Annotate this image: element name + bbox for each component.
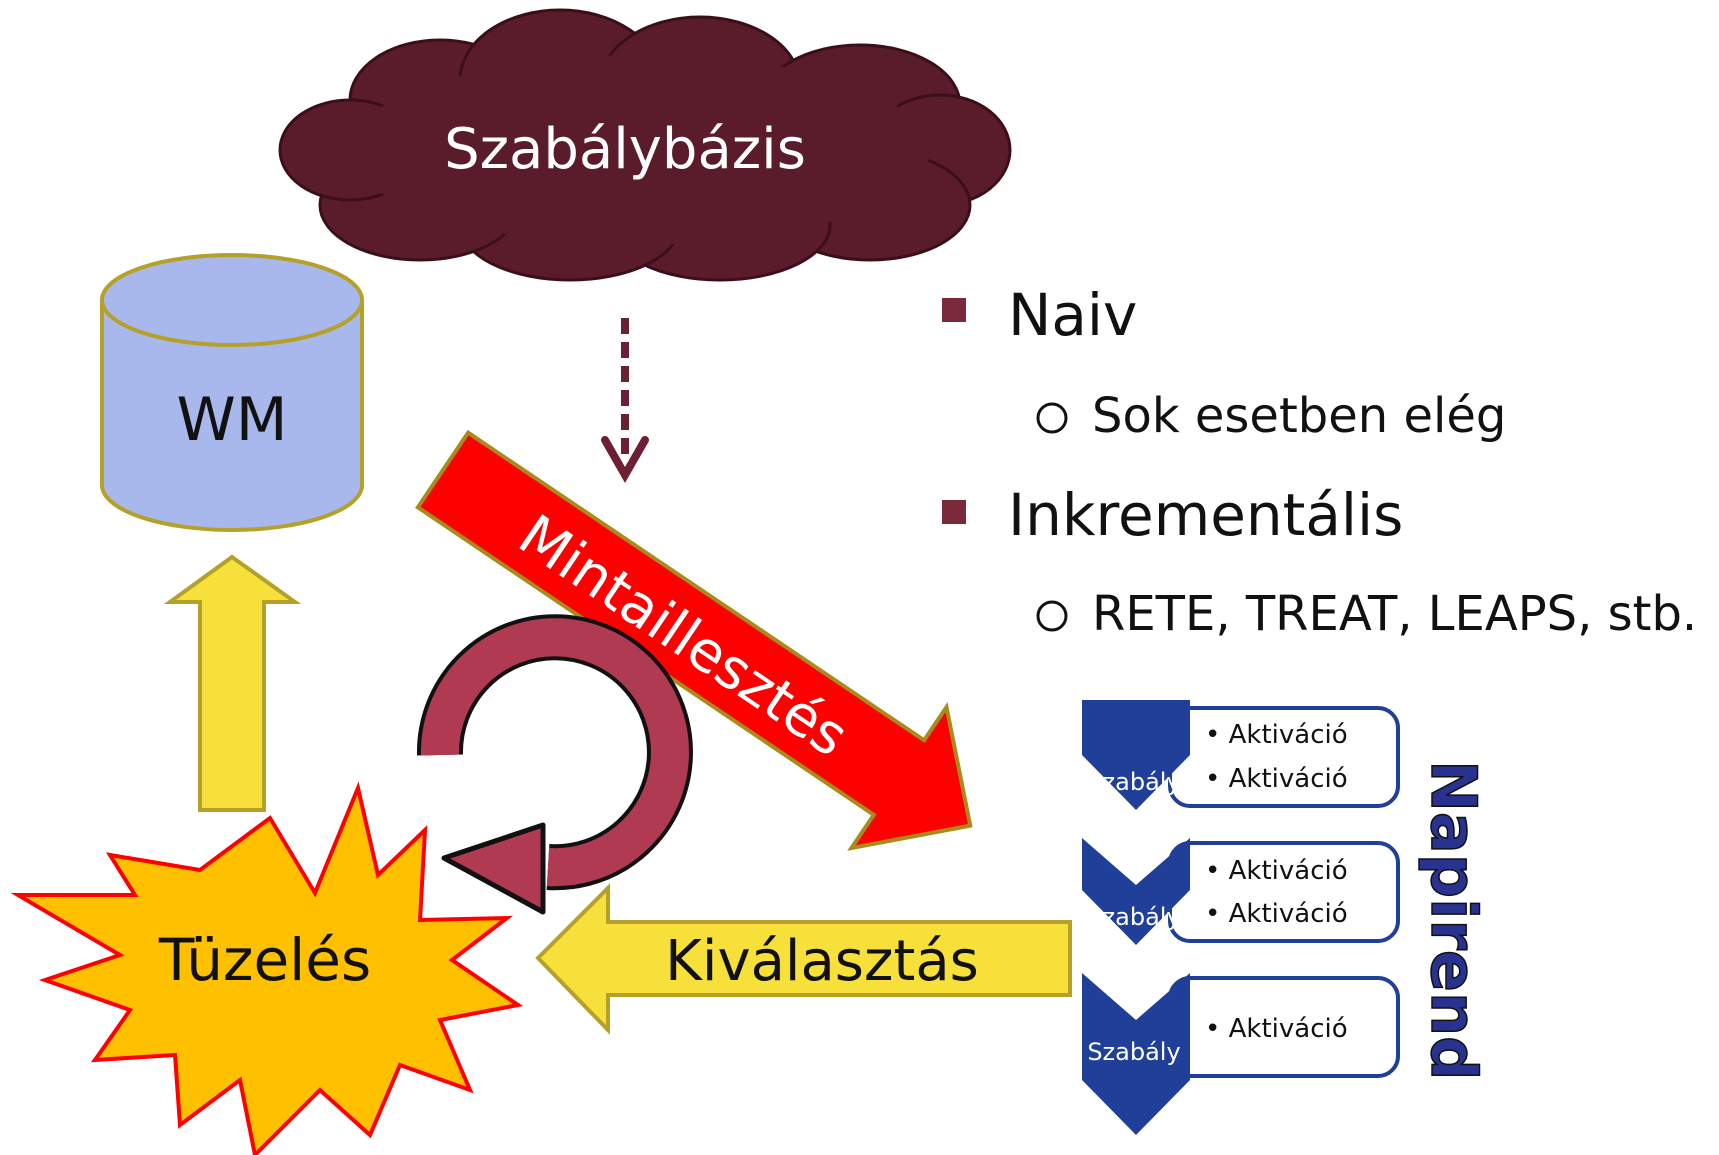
yellow-up-arrow: [163, 554, 302, 812]
rule-chevron: [1082, 973, 1190, 1135]
rule-chevron: [1082, 700, 1190, 810]
working-memory-cylinder: WM: [100, 253, 364, 532]
agenda-group: Szabály • Aktiváció • Aktiváció Szabály …: [1082, 700, 1491, 1135]
rule-base-label: Szabálybázis: [444, 117, 806, 182]
rule-label: Szabály: [1087, 1038, 1180, 1066]
activation-item: • Aktiváció: [1205, 899, 1348, 929]
bullet-circle-icon: [1036, 600, 1068, 632]
bullet-item-sok-esetben: Sok esetben elég: [1092, 388, 1506, 444]
rule-chevron: [1082, 838, 1190, 945]
rule-label: Szabály: [1087, 903, 1180, 931]
bullet-square-icon: [942, 298, 966, 322]
dashed-arrow-down: [601, 318, 649, 484]
activation-item: • Aktiváció: [1205, 856, 1348, 886]
bullet-item-naiv: Naiv: [1008, 281, 1137, 349]
activation-item: • Aktiváció: [1205, 764, 1348, 794]
agenda-label: Napirend: [1417, 760, 1490, 1081]
selection-arrow: Kiválasztás: [535, 883, 1072, 1035]
wm-label: WM: [176, 385, 287, 455]
rule-label: Szabály: [1087, 768, 1180, 796]
bullet-item-rete: RETE, TREAT, LEAPS, stb.: [1092, 586, 1697, 642]
bullet-square-icon: [942, 500, 966, 524]
firing-starburst: Tüzelés: [10, 781, 524, 1155]
selection-label: Kiválasztás: [665, 929, 979, 994]
activation-item: • Aktiváció: [1205, 720, 1348, 750]
bullet-item-inkrementalis: Inkrementális: [1008, 481, 1403, 549]
bullet-list: Naiv Sok esetben elég Inkrementális RETE…: [942, 281, 1697, 642]
activation-item: • Aktiváció: [1205, 1014, 1348, 1044]
rule-base-cloud: Szabálybázis: [278, 8, 1012, 282]
bullet-circle-icon: [1036, 402, 1068, 434]
firing-label: Tüzelés: [158, 926, 371, 994]
cycle-arrow: [416, 614, 693, 915]
